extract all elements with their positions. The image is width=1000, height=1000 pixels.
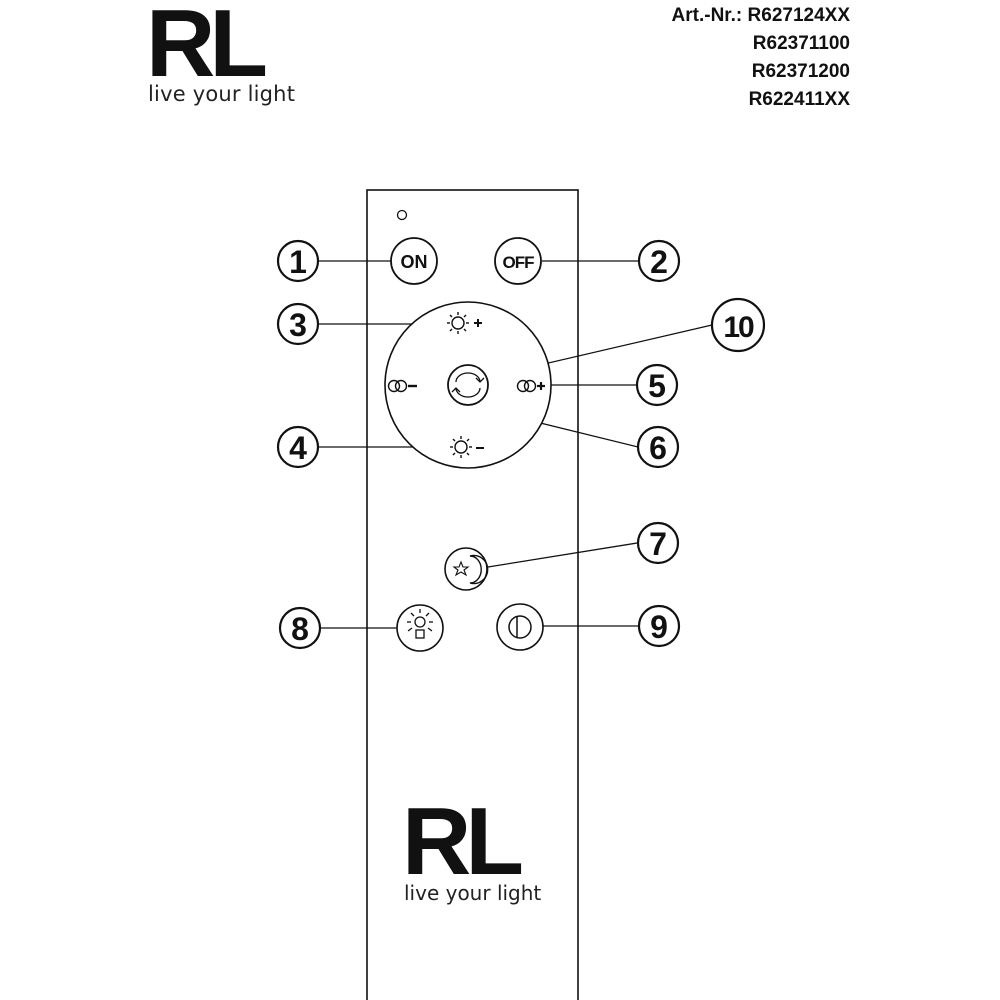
svg-text:4: 4 (289, 430, 307, 466)
sun-minus-icon (450, 436, 484, 458)
on-label: ON (401, 252, 428, 272)
svg-text:3: 3 (289, 307, 307, 343)
article-numbers: Art.-Nr.: R627124XX R62371100 R62371200 … (672, 2, 850, 114)
color-temp-down-button[interactable] (387, 379, 418, 393)
callout-2: 2 (637, 239, 681, 283)
svg-text:2: 2 (650, 244, 668, 280)
brightness-down-button[interactable] (450, 436, 484, 458)
callout-7: 7 (636, 521, 680, 565)
off-label: OFF (503, 253, 535, 272)
callout-3: 3 (276, 302, 320, 346)
svg-text:9: 9 (650, 609, 668, 645)
leader-lines (319, 260, 713, 629)
svg-text:6: 6 (649, 430, 667, 466)
cycle-button[interactable] (447, 364, 489, 406)
callout-1: 1 (276, 239, 320, 283)
callout-9: 9 (637, 604, 681, 648)
logo-letters: RL (148, 0, 265, 80)
svg-text:1: 1 (289, 244, 307, 280)
svg-text:5: 5 (648, 368, 666, 404)
callout-5: 5 (635, 363, 679, 407)
full-light-button[interactable] (396, 604, 444, 652)
leader-line-7 (487, 542, 638, 568)
moon-star-icon (452, 554, 489, 585)
article-number-line-1: Art.-Nr.: R627124XX (672, 2, 850, 30)
callout-4: 4 (276, 425, 320, 469)
brightness-up-button[interactable] (447, 312, 482, 334)
on-button[interactable]: ON (390, 237, 438, 285)
svg-text:8: 8 (291, 611, 309, 647)
cycle-icon (451, 372, 485, 398)
callout-8: 8 (278, 606, 322, 650)
color-temp-up-button[interactable] (516, 379, 546, 393)
sun-plus-icon (447, 312, 482, 334)
color-temp-minus-icon (387, 379, 417, 393)
lamp-icon (407, 609, 433, 639)
svg-text:7: 7 (649, 526, 667, 562)
half-circle-icon (508, 615, 532, 639)
logo-tagline: live your light (148, 82, 296, 106)
article-number: R622411XX (748, 89, 850, 110)
off-button[interactable]: OFF (494, 237, 542, 285)
led-icon (396, 209, 408, 221)
article-number: R627124XX (747, 5, 850, 26)
night-mode-button[interactable] (444, 547, 489, 591)
article-number: R62371200 (751, 61, 850, 82)
svg-text:10: 10 (723, 311, 754, 344)
dim-mode-button[interactable] (496, 603, 544, 651)
remote-tagline: live your light (404, 881, 541, 905)
color-temp-plus-icon (516, 379, 545, 393)
article-label: Art.-Nr.: (671, 5, 743, 26)
rl-logo-remote: RL (402, 788, 521, 895)
callout-6: 6 (636, 425, 680, 469)
rl-logo-header: RL (148, 0, 271, 80)
article-number: R62371100 (752, 33, 850, 54)
callout-10: 10 (710, 297, 766, 353)
